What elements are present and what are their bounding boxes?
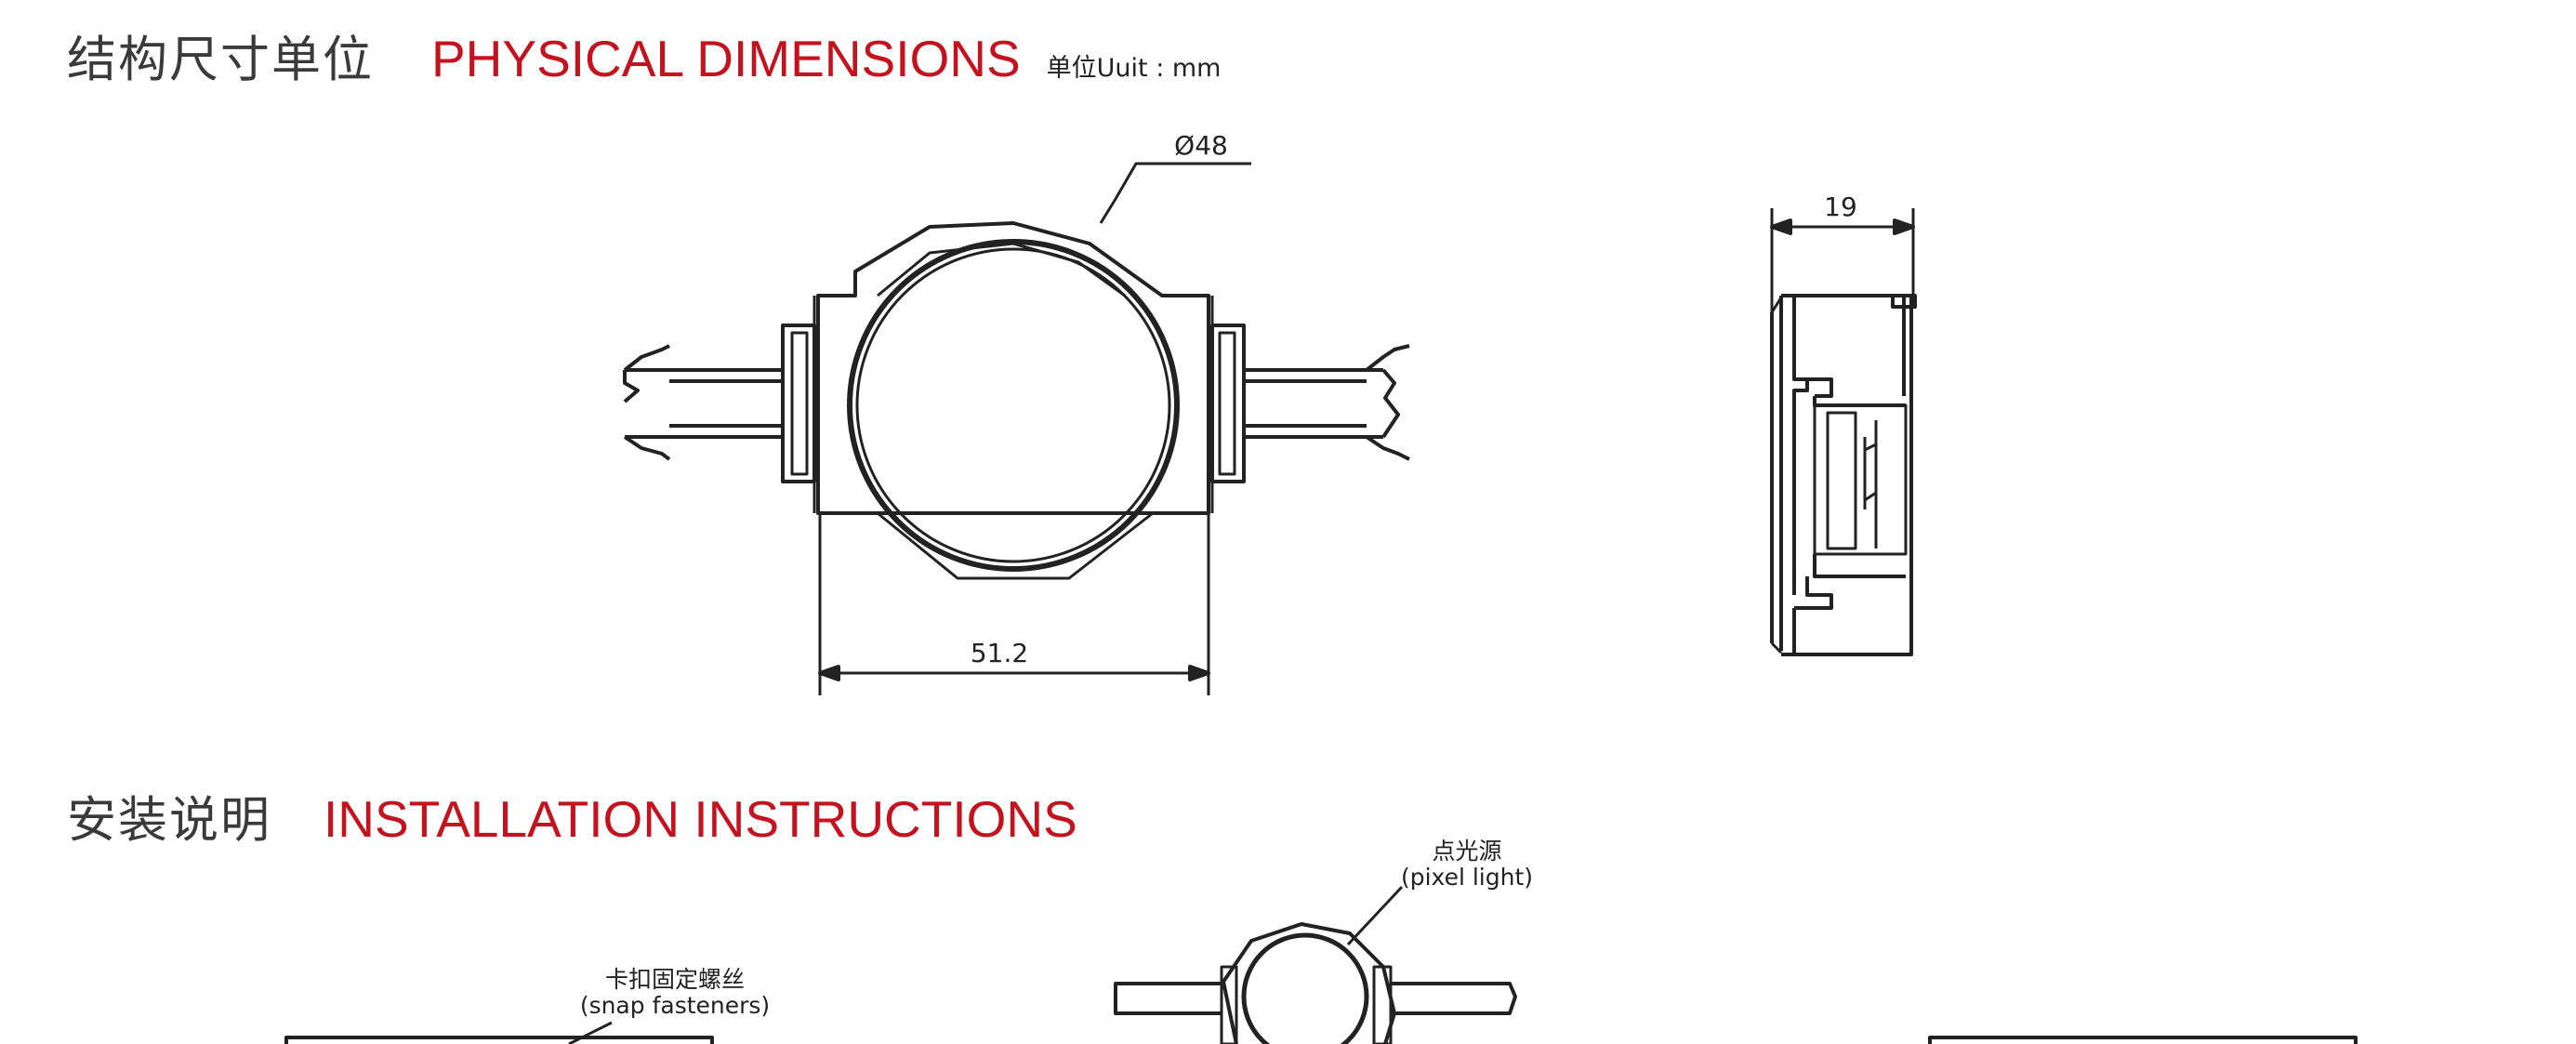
pixel-light-leader (1346, 885, 1404, 946)
right-collar-inner (1218, 331, 1236, 476)
side-lens-edge (1770, 297, 1783, 654)
width-arrow-right (1188, 665, 1210, 681)
side-clip-bottom (1794, 554, 1906, 610)
side-clip-top (1807, 377, 1906, 407)
installation-title-en: INSTALLATION INSTRUCTIONS (324, 790, 1077, 848)
install-device-lens (1241, 932, 1369, 1044)
install-device-cable-right (1391, 982, 1517, 1015)
dimensions-heading: 结构尺寸单位 PHYSICAL DIMENSIONS 单位Uuit : mm (67, 20, 1221, 91)
right-cable (1244, 368, 1383, 439)
install-device-collar-left (1220, 965, 1238, 1044)
right-collar-outer (1210, 324, 1246, 483)
pixel-light-label-cn: 点光源 (1432, 838, 1501, 865)
left-cable-break (623, 344, 671, 461)
left-collar-inner (790, 331, 809, 476)
side-inner-detail (1863, 420, 1878, 548)
front-lens-outer (847, 239, 1180, 572)
install-device-body (1222, 922, 1396, 1044)
front-lens-inner (855, 247, 1171, 563)
installation-heading: 安装说明 INSTALLATION INSTRUCTIONS (67, 781, 1077, 852)
dimensions-title-cn: 结构尺寸单位 (67, 32, 374, 88)
diameter-label: Ø48 (1174, 130, 1228, 161)
install-device-cable-left (1114, 982, 1222, 1015)
install-device-collar-right (1372, 965, 1393, 1044)
install-right-panel (1928, 1036, 2358, 1044)
front-housing (816, 221, 1210, 515)
depth-label: 19 (1824, 192, 1857, 222)
diameter-leader (1099, 162, 1251, 224)
left-collar-outer (781, 324, 816, 483)
width-label: 51.2 (971, 638, 1028, 668)
side-inner-chamber (1813, 403, 1908, 556)
depth-arrow-right (1893, 218, 1915, 235)
front-housing-bottom (877, 511, 1154, 580)
pixel-light-label-en: (pixel light) (1401, 864, 1533, 891)
side-body (1792, 296, 1809, 654)
dimensions-title-en: PHYSICAL DIMENSIONS (431, 30, 1021, 87)
right-cable-break (1365, 344, 1410, 461)
width-arrow-left (818, 665, 840, 681)
unit-label: 单位Uuit : mm (1046, 54, 1222, 83)
installation-title-cn: 安装说明 (67, 792, 271, 849)
left-cable (625, 368, 783, 439)
snap-fasteners-label-en: (snap fasteners) (580, 992, 770, 1019)
side-view (1770, 208, 1917, 656)
snap-fasteners-leader (568, 1021, 613, 1044)
side-inner-box (1826, 411, 1857, 550)
side-housing-outline (1770, 294, 1917, 656)
front-view (623, 162, 1410, 695)
snap-fasteners-label-cn: 卡扣固定螺丝 (605, 966, 745, 993)
installation-drawings (284, 885, 2358, 1044)
depth-arrow-left (1770, 218, 1792, 235)
install-left-panel (284, 1036, 714, 1044)
